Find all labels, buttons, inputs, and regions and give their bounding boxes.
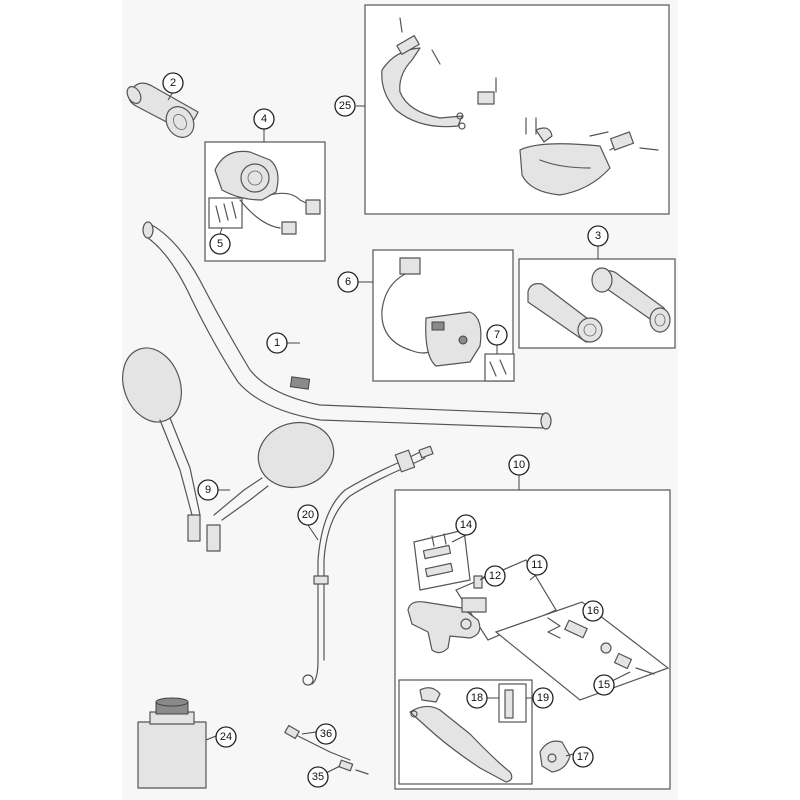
callout-9-label: 9: [205, 484, 211, 496]
callout-12-label: 12: [489, 570, 501, 582]
callout-9: 9: [197, 479, 219, 501]
callout-14: 14: [455, 514, 477, 536]
switch-right-part: [214, 150, 321, 235]
callout-25-label: 25: [339, 100, 351, 112]
callout-20-label: 20: [302, 509, 314, 521]
callout-5: 5: [209, 233, 231, 255]
callout-19-label: 19: [537, 692, 549, 704]
repair-kit-14-part: [422, 533, 454, 578]
callout-17: 17: [572, 746, 594, 768]
callout-18-label: 18: [471, 692, 483, 704]
lever-19-part: [409, 687, 514, 783]
lever-17-part: [539, 740, 571, 773]
callout-24: 24: [215, 726, 237, 748]
box-screws-7: [484, 353, 515, 382]
callout-11: 11: [526, 554, 548, 576]
callout-17-label: 17: [577, 751, 589, 763]
callout-35: 35: [307, 766, 329, 788]
callout-3: 3: [587, 225, 609, 247]
handlebar-part: [142, 221, 552, 430]
callout-11-label: 11: [531, 559, 542, 571]
callout-36: 36: [315, 723, 337, 745]
callout-19: 19: [532, 687, 554, 709]
handguards-part: [381, 17, 659, 196]
callout-2-label: 2: [170, 77, 176, 89]
callout-15: 15: [593, 674, 615, 696]
grips-pair-part: [527, 267, 671, 343]
clutch-master-cylinder-part: [407, 575, 487, 654]
callout-12: 12: [484, 565, 506, 587]
clutch-hose-part: [302, 445, 434, 686]
mirror-right-part: [206, 421, 335, 552]
callout-16-label: 16: [587, 605, 599, 617]
callout-6-label: 6: [345, 276, 351, 288]
callout-35-label: 35: [312, 771, 324, 783]
callout-10: 10: [508, 454, 530, 476]
callout-6: 6: [337, 271, 359, 293]
callout-5-label: 5: [217, 238, 223, 250]
callout-18: 18: [466, 687, 488, 709]
callout-14-label: 14: [460, 519, 472, 531]
callout-16: 16: [582, 600, 604, 622]
callout-36-label: 36: [320, 728, 332, 740]
grip-left-part: [126, 82, 199, 138]
clutch-switch-part: [284, 724, 369, 775]
box-kit-16: [494, 601, 670, 701]
callout-20: 20: [297, 504, 319, 526]
callout-7: 7: [486, 324, 508, 346]
switch-left-part: [381, 257, 507, 377]
mirror-left-part: [122, 347, 201, 542]
callout-3-label: 3: [595, 230, 601, 242]
callout-4: 4: [253, 108, 275, 130]
callout-1-label: 1: [274, 337, 280, 349]
callout-15-label: 15: [598, 679, 610, 691]
callout-25: 25: [334, 95, 356, 117]
callout-4-label: 4: [261, 113, 267, 125]
callout-1: 1: [266, 332, 288, 354]
box-screws-5: [208, 197, 243, 229]
callout-24-label: 24: [220, 731, 232, 743]
kit-16-parts: [547, 617, 655, 675]
fluid-bottle-part: [137, 697, 207, 789]
callout-7-label: 7: [494, 329, 500, 341]
callout-10-label: 10: [513, 459, 525, 471]
callout-2: 2: [162, 72, 184, 94]
